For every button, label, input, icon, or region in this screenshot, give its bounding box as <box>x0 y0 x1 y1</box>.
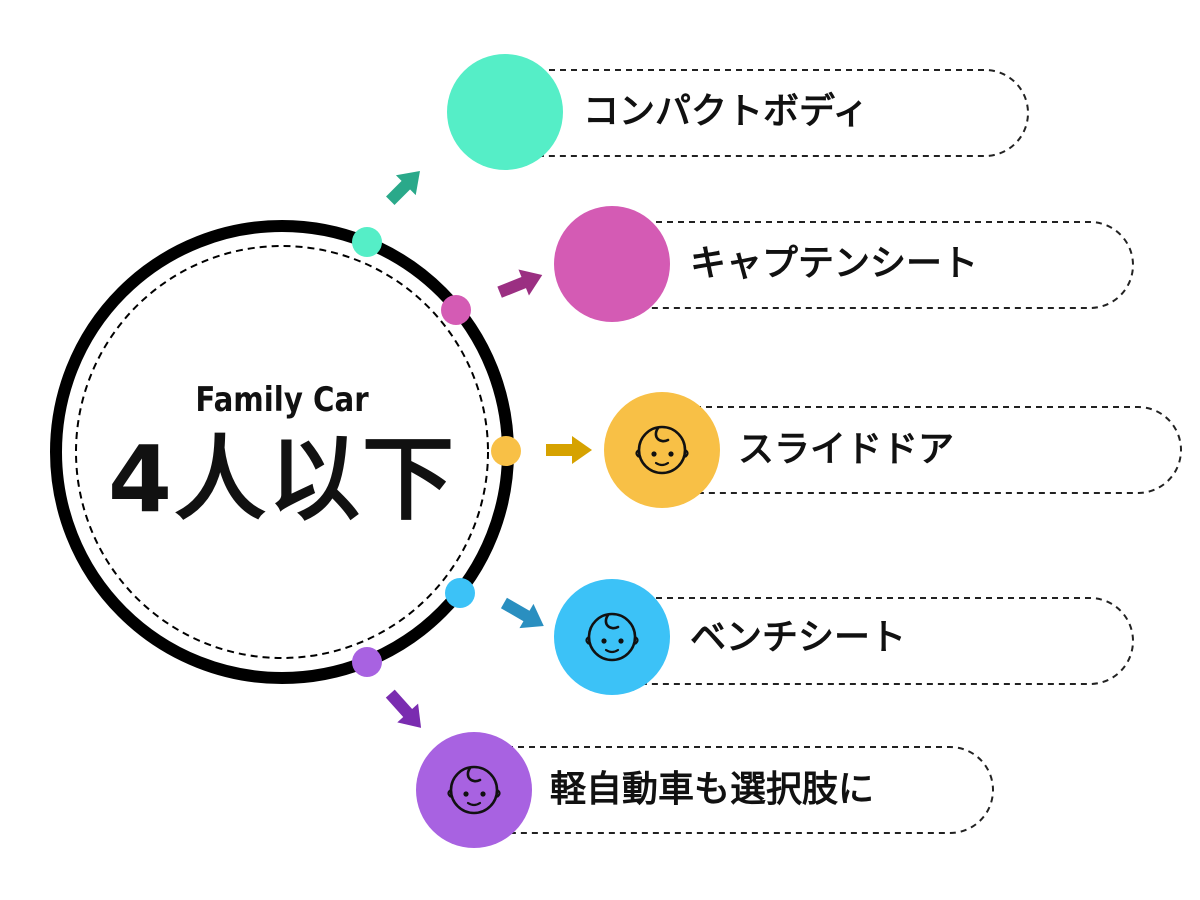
arrow-3 <box>546 436 592 464</box>
center-title: 4人以下 <box>107 426 456 533</box>
pill-bench-seat <box>612 597 1134 685</box>
connector-dot-4 <box>445 578 475 608</box>
connector-dot-2 <box>441 295 471 325</box>
baby-face-icon <box>635 425 689 475</box>
item-label-captain-seat: キャプテンシート <box>690 243 979 284</box>
item-label-kei-car: 軽自動車も選択肢に <box>550 769 875 810</box>
item-circle-1 <box>447 54 563 170</box>
item-label-slide-door: スライドドア <box>738 429 955 470</box>
item-circle-2 <box>554 206 670 322</box>
item-label-compact-body: コンパクトボディ <box>583 91 869 132</box>
arrow-5 <box>385 689 422 728</box>
pill-kei-car <box>474 746 994 834</box>
item-circle-3 <box>604 392 720 508</box>
item-circle-5 <box>416 732 532 848</box>
arrow-2 <box>497 269 543 298</box>
arrow-1 <box>386 171 420 205</box>
baby-face-icon <box>585 612 639 662</box>
center-subtitle: Family Car <box>195 380 369 420</box>
arrow-4 <box>500 597 544 629</box>
pill-slide-door <box>662 406 1182 494</box>
pill-captain-seat <box>612 221 1134 309</box>
pill-compact-body <box>505 69 1029 157</box>
item-circle-4 <box>554 579 670 695</box>
connector-dot-5 <box>352 647 382 677</box>
inner-dashed-ring <box>75 245 489 659</box>
connector-dot-1 <box>352 227 382 257</box>
connector-dot-3 <box>491 436 521 466</box>
item-label-bench-seat: ベンチシート <box>690 617 907 658</box>
baby-face-icon <box>447 765 501 815</box>
